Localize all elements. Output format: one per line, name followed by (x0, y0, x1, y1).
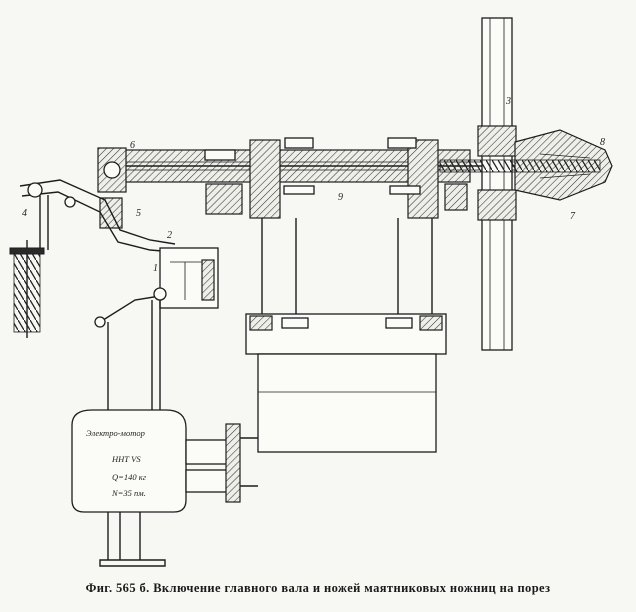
label-1: 1 (153, 263, 158, 274)
label-7: 7 (570, 211, 576, 222)
part-labels: 1 2 3 4 5 6 7 8 9 (22, 96, 605, 274)
motor-plate-line3: Q=140 кг (112, 472, 147, 482)
label-2: 2 (167, 230, 172, 241)
clutch-cone (439, 129, 613, 201)
spring-8 (9, 240, 45, 338)
tie-rods (261, 218, 433, 325)
lever-system (19, 179, 219, 309)
motor-plate-line4: N=35 пм. (111, 488, 146, 498)
label-5: 5 (136, 208, 141, 219)
label-8: 8 (600, 137, 605, 148)
label-9: 9 (338, 192, 343, 203)
motor-plate-line1: Электро-мотор (86, 428, 145, 438)
label-4: 4 (22, 208, 27, 219)
motor-nameplate: Электро-мотор ННТ VS Q=140 кг N=35 пм. (86, 428, 147, 498)
figure-caption: Фиг. 565 б. Включение главного вала и но… (85, 581, 551, 595)
motor-plate-line2: ННТ VS (111, 454, 141, 464)
motor (71, 409, 258, 567)
knife-beam (245, 313, 447, 453)
label-6: 6 (130, 140, 135, 151)
label-3: 3 (505, 96, 511, 107)
shaft-gears (205, 183, 468, 215)
flywheel (477, 17, 517, 351)
